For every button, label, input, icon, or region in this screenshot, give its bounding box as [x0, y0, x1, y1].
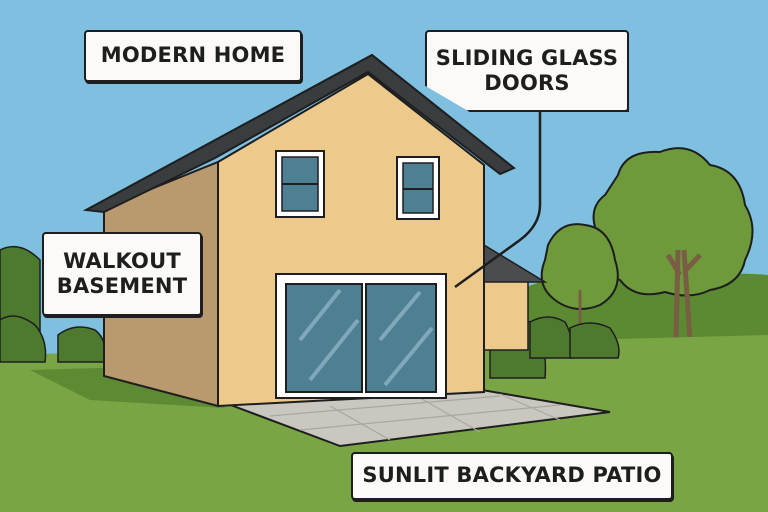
upper-window-left [275, 150, 325, 218]
label-sunlit-backyard-patio-line-1: SUNLIT BACKYARD PATIO [362, 463, 662, 488]
label-walkout-basement: WALKOUT BASEMENT [42, 232, 202, 316]
label-walkout-basement-line-2: BASEMENT [56, 274, 188, 298]
label-modern-home: MODERN HOME [84, 30, 302, 82]
label-sliding-glass-doors: SLIDING GLASS DOORS [425, 30, 629, 112]
roof [82, 53, 516, 214]
label-sliding-glass-doors-line-1: SLIDING GLASS [435, 45, 619, 70]
leader-line-sliding-doors [454, 112, 542, 289]
sliding-glass-doors [275, 273, 447, 399]
label-sliding-glass-doors-line-2: DOORS [484, 71, 570, 95]
label-walkout-basement-line-1: WALKOUT [63, 248, 181, 273]
label-sunlit-backyard-patio: SUNLIT BACKYARD PATIO [351, 452, 673, 500]
label-modern-home-line-1: MODERN HOME [100, 43, 286, 68]
small-tree [540, 223, 619, 330]
upper-window-right [396, 156, 440, 220]
